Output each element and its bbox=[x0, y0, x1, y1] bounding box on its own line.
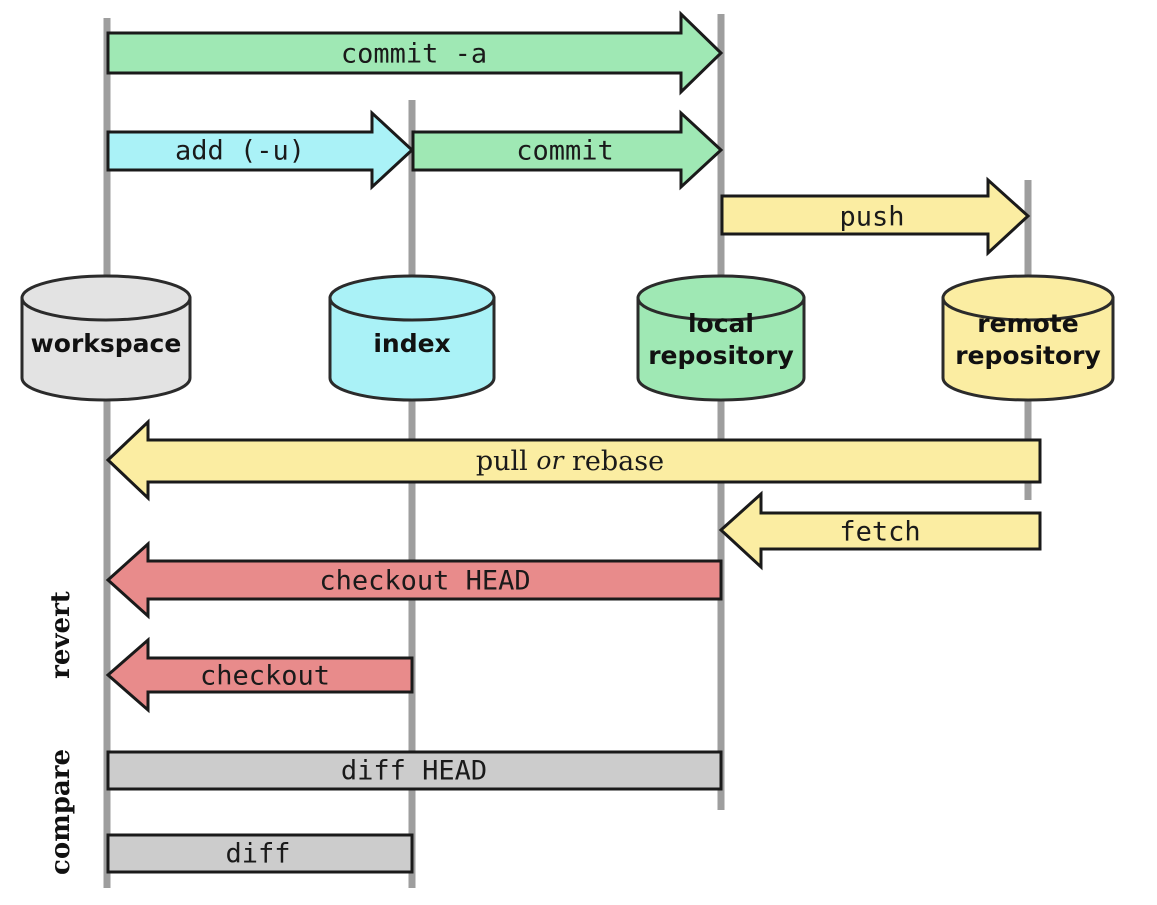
bar-diff[interactable]: diff bbox=[106, 833, 414, 874]
node-remote-repo-label-line1: remote bbox=[977, 309, 1078, 338]
arrow-checkout[interactable]: checkout bbox=[105, 636, 414, 714]
node-index-label: index bbox=[373, 329, 450, 358]
arrow-fetch-shape[interactable] bbox=[718, 490, 1042, 571]
node-local-repo[interactable]: local repository bbox=[636, 274, 806, 402]
arrow-checkout-head[interactable]: checkout HEAD bbox=[105, 540, 723, 620]
arrow-add-u-label: add (-u) bbox=[175, 136, 305, 167]
rebase-word: rebase bbox=[572, 446, 664, 477]
node-index-body[interactable] bbox=[328, 296, 496, 402]
arrow-commit-a[interactable]: commit -a bbox=[106, 10, 724, 96]
node-remote-repo-top bbox=[941, 274, 1115, 322]
arrow-commit-label: commit bbox=[516, 136, 614, 167]
arrow-push-shape[interactable] bbox=[720, 176, 1031, 257]
arrow-checkout-label: checkout bbox=[200, 661, 330, 692]
node-index-top bbox=[328, 274, 496, 322]
arrow-commit-a-shape[interactable] bbox=[106, 10, 724, 96]
arrow-fetch-label: fetch bbox=[839, 517, 920, 548]
arrow-push[interactable]: push bbox=[720, 176, 1031, 257]
bar-diff-head-label: diff HEAD bbox=[341, 756, 487, 787]
node-index[interactable]: index bbox=[328, 274, 496, 402]
node-workspace[interactable]: workspace bbox=[20, 274, 192, 402]
bar-diff-label: diff bbox=[225, 839, 290, 870]
node-workspace-label: workspace bbox=[31, 329, 182, 358]
node-workspace-body[interactable] bbox=[20, 296, 192, 402]
node-local-repo-top bbox=[636, 274, 806, 322]
node-local-repo-label-line2: repository bbox=[648, 341, 794, 370]
arrow-add-u-shape[interactable] bbox=[106, 109, 415, 191]
side-label-compare: compare bbox=[46, 749, 76, 875]
node-remote-repo-body[interactable] bbox=[941, 296, 1115, 402]
side-label-revert-group: revert bbox=[46, 591, 76, 679]
arrow-checkout-head-label: checkout HEAD bbox=[319, 566, 530, 597]
bar-diff-head[interactable]: diff HEAD bbox=[106, 750, 723, 791]
side-label-revert: revert bbox=[46, 591, 76, 679]
bar-diff-shape[interactable] bbox=[106, 833, 414, 874]
arrow-fetch[interactable]: fetch bbox=[718, 490, 1042, 571]
node-remote-repo-label-line2: repository bbox=[955, 341, 1101, 370]
arrow-commit[interactable]: commit bbox=[411, 109, 724, 191]
node-local-repo-label-line1: local bbox=[688, 309, 754, 338]
arrow-push-label: push bbox=[839, 202, 904, 233]
pull-word: pull bbox=[476, 446, 528, 477]
node-workspace-top bbox=[20, 274, 192, 322]
arrow-checkout-head-shape[interactable] bbox=[105, 540, 723, 620]
bar-diff-head-shape[interactable] bbox=[106, 750, 723, 791]
arrow-pull-rebase[interactable]: pull or rebase bbox=[105, 418, 1042, 502]
arrow-commit-shape[interactable] bbox=[411, 109, 724, 191]
side-label-compare-group: compare bbox=[46, 749, 76, 875]
arrow-commit-a-label: commit -a bbox=[341, 39, 487, 70]
arrow-pull-rebase-shape[interactable] bbox=[105, 418, 1042, 502]
arrow-pull-rebase-label: pull or rebase bbox=[476, 446, 664, 477]
arrow-add-u[interactable]: add (-u) bbox=[106, 109, 415, 191]
node-local-repo-body[interactable] bbox=[636, 296, 806, 402]
arrow-checkout-shape[interactable] bbox=[105, 636, 414, 714]
node-remote-repo[interactable]: remote repository bbox=[941, 274, 1115, 402]
or-word: or bbox=[536, 446, 565, 475]
